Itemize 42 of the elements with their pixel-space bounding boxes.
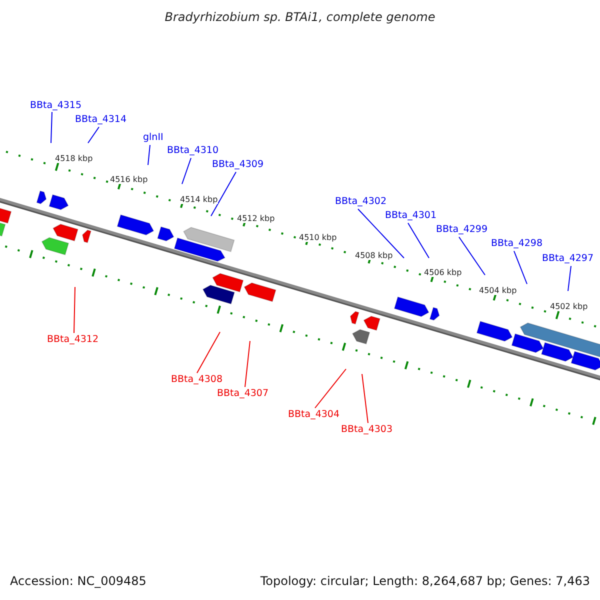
scale-label: 4508 kbp xyxy=(355,251,393,260)
leader-line xyxy=(182,158,192,184)
gene-label: BBta_4308 xyxy=(171,373,223,386)
leader-line xyxy=(74,286,76,334)
leader-line xyxy=(244,340,250,388)
leader-line xyxy=(568,266,572,292)
gene-label: BBta_4315 xyxy=(30,99,82,112)
genome-info-text: Topology: circular; Length: 8,264,687 bp; Genes: 7,463 xyxy=(260,575,590,588)
leader-line xyxy=(362,374,368,424)
gene-label: BBta_4298 xyxy=(491,237,543,250)
scale-label: 4510 kbp xyxy=(299,233,337,242)
leader-line xyxy=(88,126,100,144)
scale-label: 4512 kbp xyxy=(237,214,275,223)
leader-line xyxy=(50,112,52,144)
gene-label: BBta_4307 xyxy=(217,387,269,400)
gene-label: BBta_4304 xyxy=(288,408,340,421)
gene-label: BBta_4310 xyxy=(167,144,219,157)
gene-label: BBta_4297 xyxy=(542,252,594,265)
title: Bradyrhizobium sp. BTAi1, complete genome xyxy=(164,11,436,24)
leader-line xyxy=(210,172,236,216)
scale-label: 4514 kbp xyxy=(180,195,218,204)
scale-label: 4504 kbp xyxy=(479,286,517,295)
leader-line xyxy=(514,250,528,284)
gene-label: BBta_4301 xyxy=(385,209,437,222)
gene-label: BBta_4303 xyxy=(341,423,393,436)
scale-label: 4502 kbp xyxy=(550,302,588,311)
scale-label: 4518 kbp xyxy=(55,154,93,163)
accession-text: Accession: NC_009485 xyxy=(10,575,146,588)
gene-label: BBta_4309 xyxy=(212,158,264,171)
gene-label: BBta_4299 xyxy=(436,223,488,236)
scale-label: 4506 kbp xyxy=(424,268,462,277)
gene-label: BBta_4302 xyxy=(335,195,387,208)
gene-label: BBta_4312 xyxy=(47,333,99,346)
leader-line xyxy=(196,332,220,374)
leader-line xyxy=(148,144,150,166)
leader-line xyxy=(408,222,430,258)
leader-line xyxy=(358,208,404,258)
gene-label: glnII xyxy=(143,131,164,144)
gene-label: BBta_4314 xyxy=(75,113,127,126)
leader-line xyxy=(314,368,346,408)
leader-line xyxy=(458,236,486,276)
scale-label: 4516 kbp xyxy=(110,175,148,184)
